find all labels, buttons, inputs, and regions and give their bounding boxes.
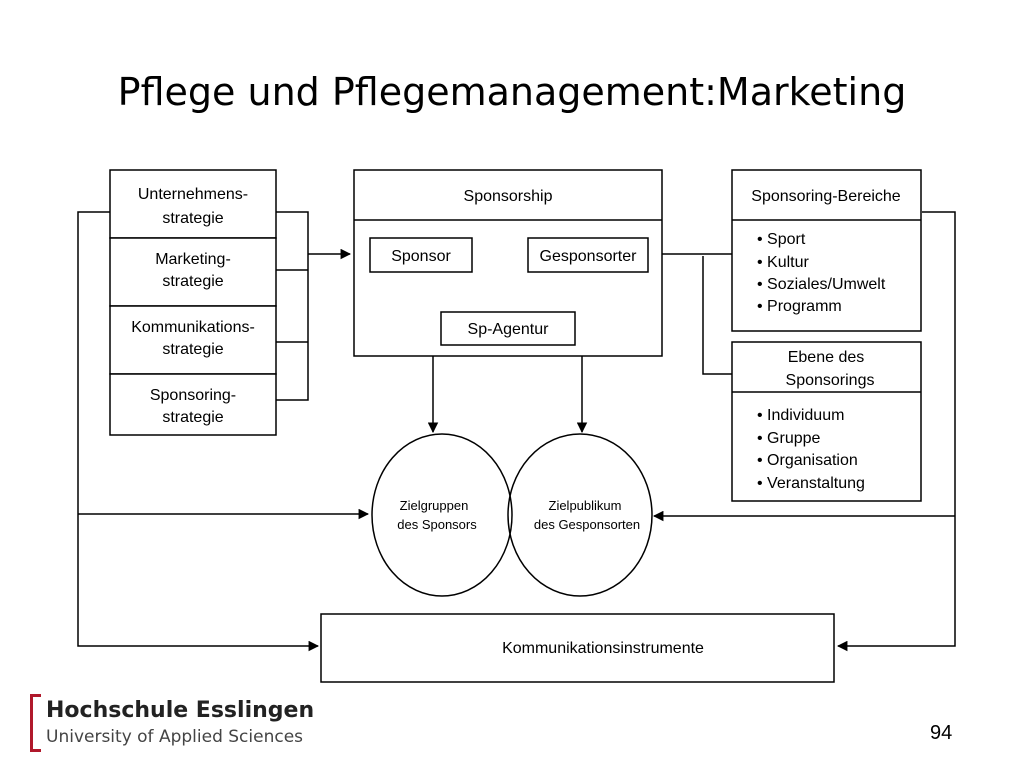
zielpublikum-line1: Zielpublikum xyxy=(549,498,622,513)
strategy-1-line1: Unternehmens- xyxy=(138,186,248,203)
sp-agentur-box xyxy=(440,311,576,346)
kommunikationsstrategie-box xyxy=(109,305,277,375)
instrumente-box xyxy=(320,613,835,683)
ebene-item: • Gruppe xyxy=(757,430,821,447)
ebene-header-line2: Sponsorings xyxy=(786,372,875,389)
bereiche-item: • Kultur xyxy=(757,254,810,271)
strategy-3-line2: strategie xyxy=(162,341,223,358)
strategy-stack xyxy=(109,169,277,436)
bereiche-item: • Soziales/Umwelt xyxy=(757,276,886,293)
ebene-connector xyxy=(702,256,732,375)
strategy-2-line1: Marketing- xyxy=(155,251,231,268)
instrumente-label: Kommunikationsinstrumente xyxy=(502,640,704,657)
sponsor-label: Sponsor xyxy=(391,248,451,265)
left-outer-connector xyxy=(77,211,320,652)
zielgruppen-line1: Zielgruppen xyxy=(400,498,469,513)
right-outer-connector xyxy=(836,211,956,652)
page-number: 94 xyxy=(930,722,953,744)
zielpublikum-ellipse xyxy=(507,433,653,597)
sponsorship-header: Sponsorship xyxy=(464,188,553,205)
bereiche-item: • Programm xyxy=(757,298,842,315)
sp-agentur-label: Sp-Agentur xyxy=(468,321,550,338)
bereiche-header: Sponsoring-Bereiche xyxy=(751,188,901,205)
ebene-item: • Veranstaltung xyxy=(757,475,865,492)
strategy-3-line1: Kommunikations- xyxy=(131,319,255,336)
ebene-item: • Individuum xyxy=(757,407,844,424)
ebene-item: • Organisation xyxy=(757,452,858,469)
gesponsorter-label: Gesponsorter xyxy=(540,248,638,265)
ebene-box xyxy=(731,341,922,502)
marketingstrategie-box xyxy=(109,237,277,307)
bereiche-box xyxy=(731,169,922,332)
left-inner-connector xyxy=(276,211,309,401)
zielgruppen-ellipse xyxy=(371,433,513,597)
strategy-4-line2: strategie xyxy=(162,409,223,426)
logo-subtitle: University of Applied Sciences xyxy=(46,727,304,747)
sponsoringstrategie-box xyxy=(109,373,277,436)
strategy-2-line2: strategie xyxy=(162,273,223,290)
ebene-header-line1: Ebene des xyxy=(788,349,865,366)
logo-name: Hochschule Esslingen xyxy=(46,698,315,723)
logo-bracket-icon xyxy=(30,694,41,752)
strategy-1-line2: strategie xyxy=(162,210,223,227)
sponsor-box xyxy=(369,237,473,273)
unternehmensstrategie-box xyxy=(109,169,277,239)
gesponsorter-box xyxy=(527,237,649,273)
strategy-4-line1: Sponsoring- xyxy=(150,387,236,404)
bereiche-item: • Sport xyxy=(757,231,806,248)
slide-title: Pflege und Pflegemanagement:Marketing xyxy=(117,70,907,114)
zielgruppen-line2: des Sponsors xyxy=(397,517,477,532)
zielpublikum-line2: des Gesponsorten xyxy=(534,517,640,532)
